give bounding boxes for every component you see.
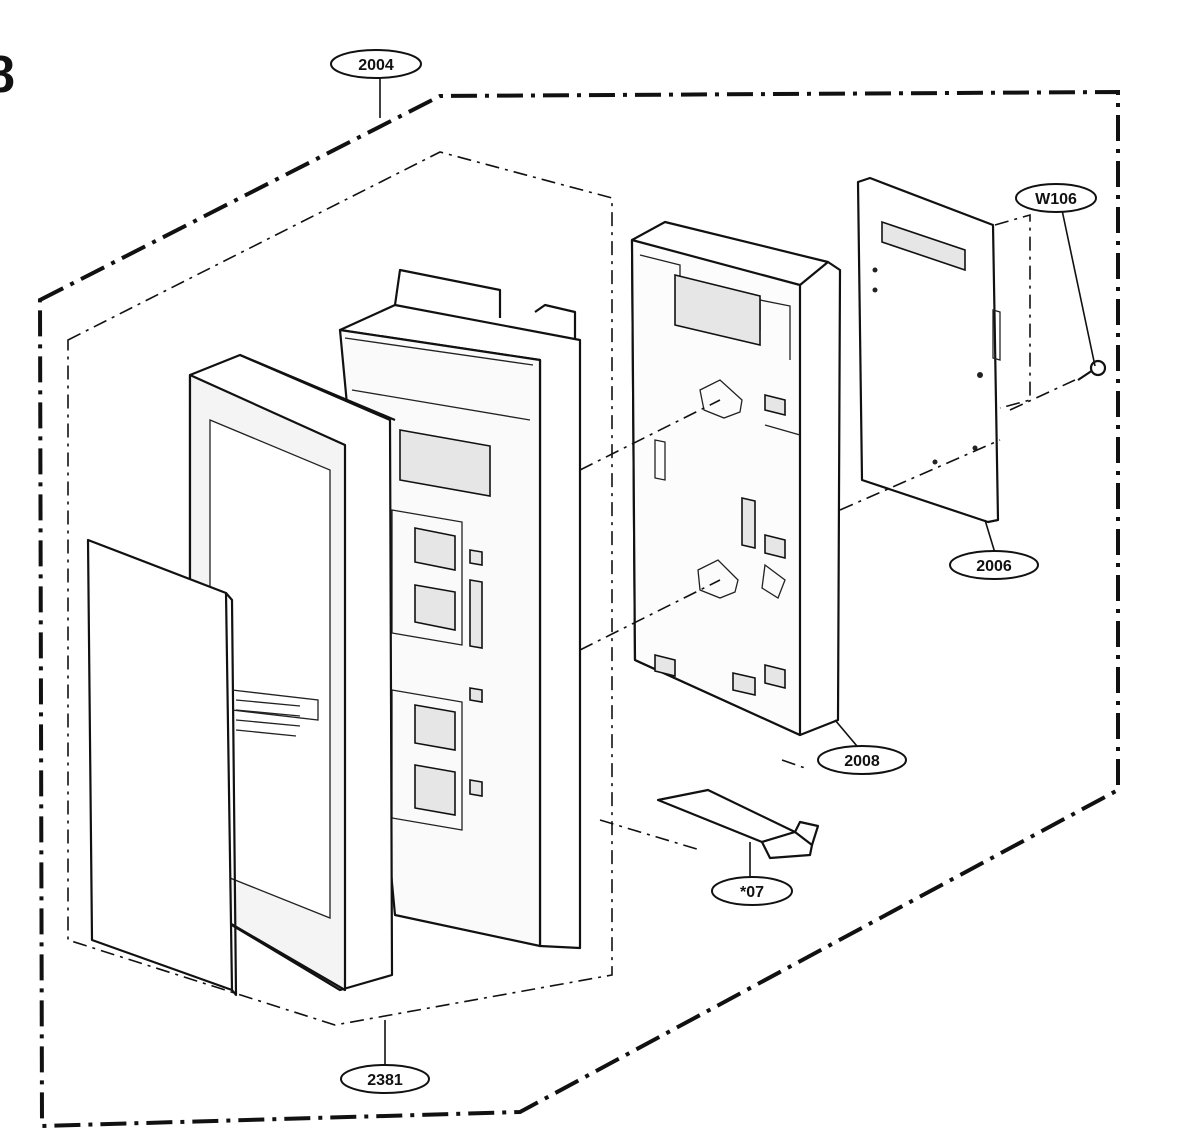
callout-2381: 2381 bbox=[340, 1064, 430, 1094]
screw-w106 bbox=[1077, 359, 1107, 381]
pcb-holder-2008 bbox=[630, 220, 842, 737]
svg-text:2381: 2381 bbox=[367, 1072, 403, 1089]
callout-2006: 2006 bbox=[949, 550, 1039, 580]
callout-07: *07 bbox=[711, 876, 793, 906]
leader-lines bbox=[379, 78, 1096, 1066]
svg-text:*07: *07 bbox=[740, 884, 764, 901]
bracket-07 bbox=[656, 788, 820, 860]
pcb-board-2006 bbox=[856, 176, 1001, 524]
callout-2004: 2004 bbox=[330, 49, 422, 79]
membrane-switch bbox=[86, 538, 319, 997]
figure-mark: 8 bbox=[0, 46, 15, 104]
callout-2008: 2008 bbox=[817, 745, 907, 775]
svg-text:W106: W106 bbox=[1035, 191, 1077, 208]
svg-text:2004: 2004 bbox=[358, 57, 394, 74]
assembly-boundary-2004 bbox=[37, 89, 1120, 1129]
svg-text:2006: 2006 bbox=[976, 558, 1012, 575]
subassembly-boundary-2381 bbox=[67, 151, 613, 1026]
callout-w106: W106 bbox=[1015, 183, 1097, 213]
svg-text:2008: 2008 bbox=[844, 753, 880, 770]
